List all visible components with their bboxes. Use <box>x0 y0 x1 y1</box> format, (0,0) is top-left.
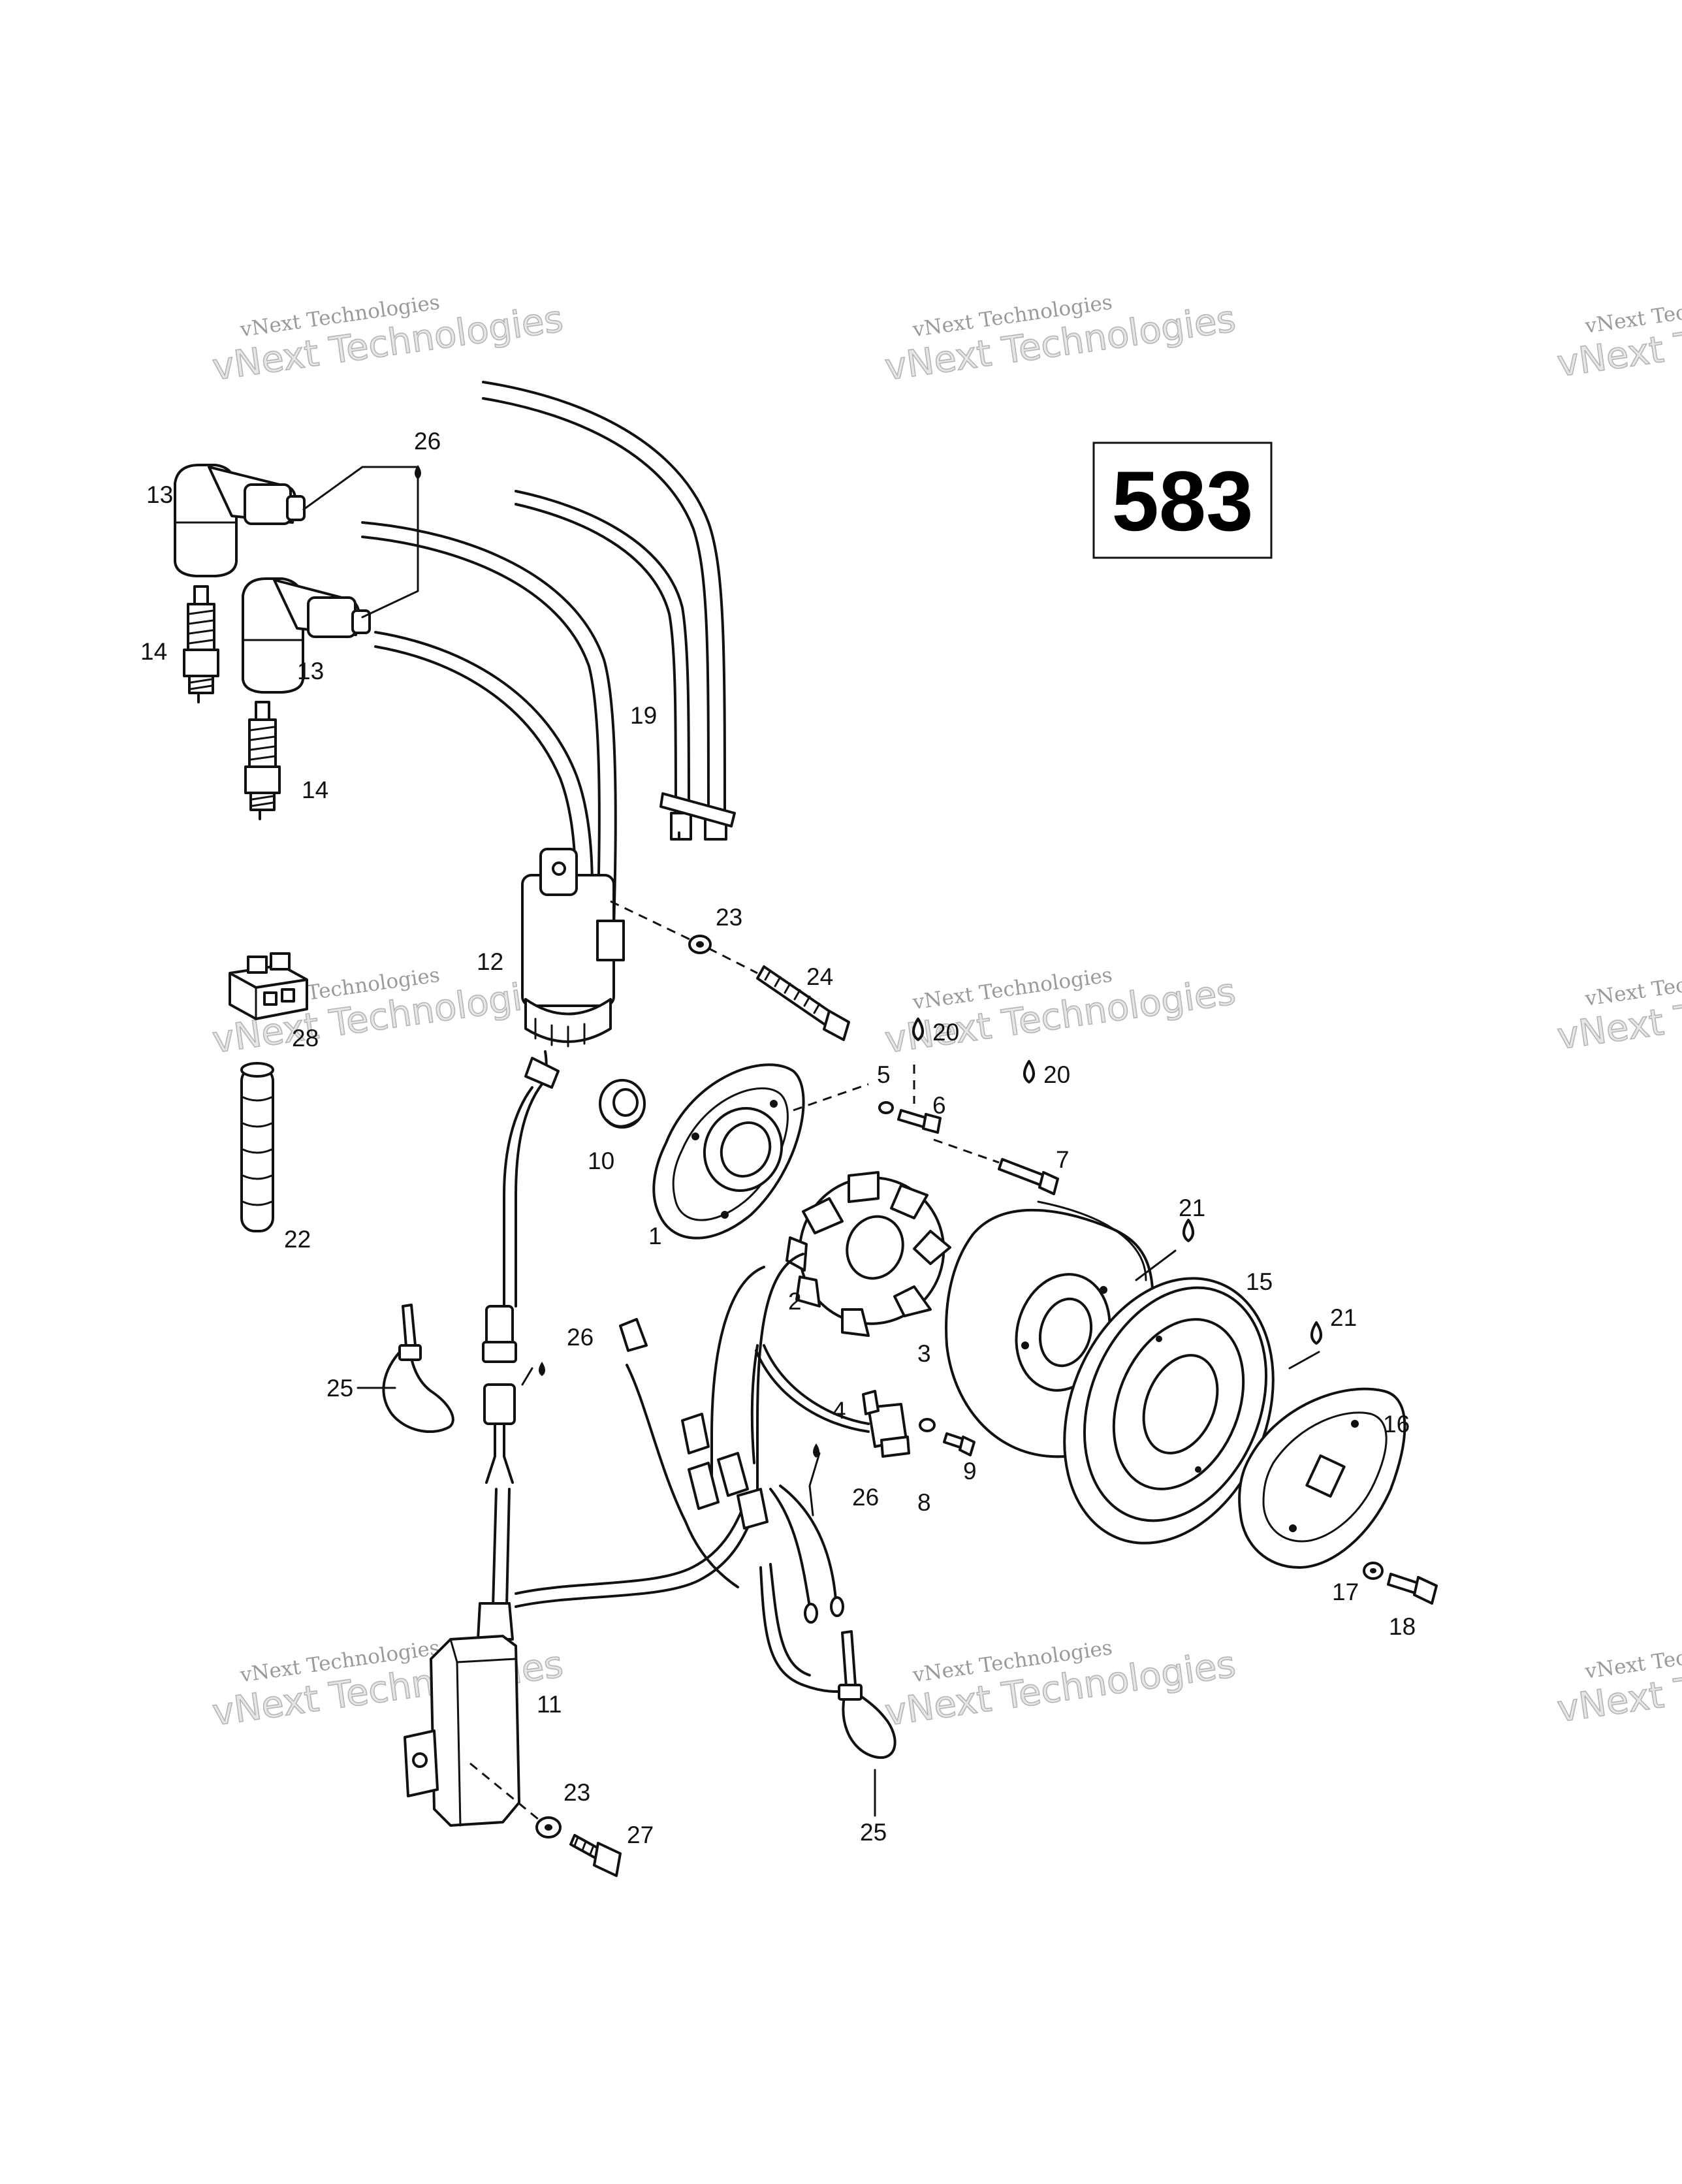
watermark-top-right: vNext Technologies vNext Technologies <box>1554 287 1682 386</box>
lock-washer-5 <box>878 1101 894 1114</box>
callout-22: 22 <box>284 1226 311 1253</box>
callout-numbers: 1 2 3 4 5 6 7 8 9 10 11 12 13 13 14 14 1… <box>140 428 1416 1848</box>
callout-8: 8 <box>917 1489 931 1516</box>
callout-18: 18 <box>1389 1613 1416 1640</box>
callout-21-upper: 21 <box>1179 1195 1205 1221</box>
flat-washer-upper <box>688 935 712 954</box>
hex-bolt-18 <box>1387 1573 1438 1605</box>
spark-plug-lower <box>244 701 281 820</box>
callout-13-upper: 13 <box>146 481 173 508</box>
callout-16: 16 <box>1383 1411 1410 1437</box>
leader-lines <box>357 1249 1320 1817</box>
tie-wrap-right <box>838 1630 897 1759</box>
stator <box>785 1171 951 1337</box>
watermark-top-center: vNext Technologies vNext Technologies <box>882 291 1239 390</box>
callout-21-lower: 21 <box>1330 1304 1357 1331</box>
callout-9: 9 <box>963 1458 977 1485</box>
diagram-number-box: 583 <box>1092 442 1273 559</box>
callout-19: 19 <box>630 702 657 729</box>
cdi-module <box>404 1602 520 1827</box>
flat-washer-lower <box>535 1816 562 1839</box>
callout-6: 6 <box>932 1092 946 1119</box>
callout-23-upper: 23 <box>716 904 742 931</box>
callout-26-upper: 26 <box>414 428 441 455</box>
callout-27: 27 <box>627 1822 654 1848</box>
trigger-coil <box>755 1344 910 1458</box>
hex-bolt-27 <box>569 1834 622 1877</box>
callout-25-left: 25 <box>326 1375 353 1402</box>
spark-plug-upper <box>183 585 219 703</box>
high-tension-wires <box>361 381 736 929</box>
callout-23-lower: 23 <box>563 1779 590 1806</box>
callout-15: 15 <box>1246 1268 1273 1295</box>
watermarks: vNext Technologies vNext Technologies vN… <box>210 287 1682 1735</box>
callout-12: 12 <box>477 948 503 975</box>
callout-11: 11 <box>537 1691 562 1718</box>
screw-24 <box>708 947 850 1041</box>
callout-26-lower: 26 <box>852 1484 879 1511</box>
callout-3: 3 <box>917 1340 931 1367</box>
callout-28: 28 <box>292 1025 319 1052</box>
lock-washer-17 <box>1363 1562 1384 1580</box>
screw-6 <box>897 1109 942 1134</box>
tie-wrap-left <box>382 1304 454 1433</box>
callout-25-right: 25 <box>860 1819 887 1846</box>
grommet <box>599 1079 646 1129</box>
armature-plate <box>652 1063 805 1240</box>
callout-4: 4 <box>833 1397 846 1424</box>
callout-2: 2 <box>788 1288 802 1315</box>
callout-26-middle: 26 <box>567 1324 594 1351</box>
wiring-harness <box>482 1253 857 1693</box>
callout-7: 7 <box>1056 1146 1070 1173</box>
screw-9 <box>943 1432 976 1456</box>
callout-20-lower: 20 <box>1043 1061 1070 1088</box>
spark-plug-cap-lower <box>242 577 371 694</box>
protective-sleeve <box>240 1062 274 1232</box>
callout-14-upper: 14 <box>140 638 167 665</box>
ignition-coil <box>503 848 625 1308</box>
callout-24: 24 <box>806 963 833 990</box>
starter-cup <box>1238 1387 1406 1569</box>
diagram-number: 583 <box>1112 453 1254 549</box>
callout-1: 1 <box>648 1223 662 1249</box>
lock-washer-8 <box>919 1418 936 1432</box>
callout-13-lower: 13 <box>297 658 324 684</box>
screw-7 <box>933 1138 1059 1195</box>
connector-housing <box>229 952 308 1020</box>
callout-17: 17 <box>1332 1579 1359 1605</box>
drop-symbols <box>539 1018 1322 1458</box>
watermark-mid-right: vNext Technologies vNext Technologies <box>1554 959 1682 1059</box>
callout-14-lower: 14 <box>302 777 328 803</box>
callout-5: 5 <box>877 1061 891 1088</box>
spark-plug-cap-upper <box>174 464 306 577</box>
callout-10: 10 <box>588 1148 614 1174</box>
watermark-bottom-center: vNext Technologies vNext Technologies <box>882 1636 1239 1735</box>
callout-20-upper: 20 <box>932 1019 959 1046</box>
watermark-bottom-right: vNext Technologies vNext Technologies <box>1554 1632 1682 1731</box>
starting-pulley <box>1063 1277 1275 1545</box>
watermark-top-left: vNext Technologies vNext Technologies <box>210 291 567 390</box>
